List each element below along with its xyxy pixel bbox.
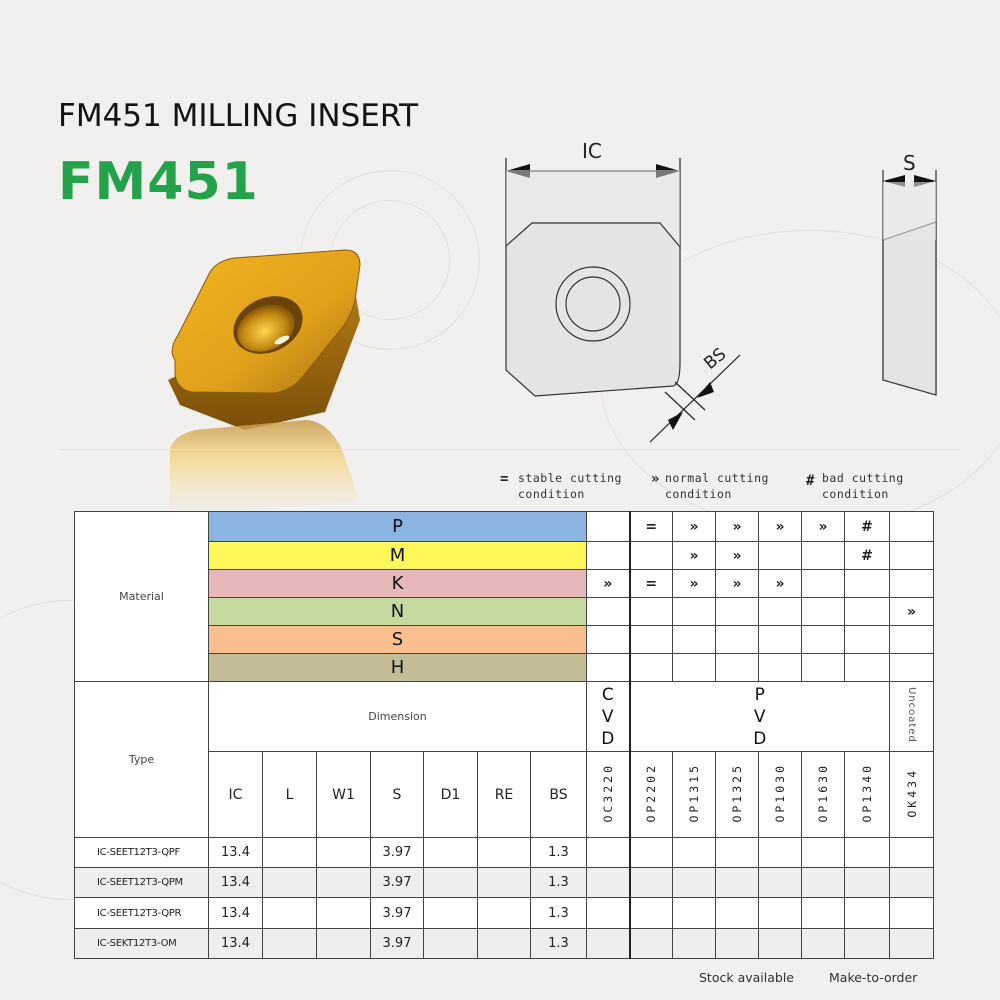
model-code: FM451 <box>58 152 259 212</box>
legend-normal: » normal cutting condition <box>651 471 769 501</box>
double-chevron-symbol-icon: » <box>651 471 660 487</box>
coating-pvd: P V D <box>628 681 890 752</box>
divider <box>60 449 960 450</box>
column-header-row: IC L W1 S D1 RE BS OC3220 OP2202 OP1315 … <box>75 751 934 838</box>
spec-table: Material P = » » » » # M » » # K » = » »… <box>74 511 934 959</box>
make-to-order-note: Make-to-order <box>829 970 918 985</box>
equals-symbol-icon: = <box>500 471 509 487</box>
stock-available-note: Stock available <box>699 970 794 985</box>
grade-op1325: OP1325 <box>715 751 759 838</box>
material-row-N: N » <box>75 597 934 626</box>
type-label: Type <box>74 681 209 838</box>
material-row-K: K » = » » » <box>75 569 934 598</box>
grade-op1030: OP1030 <box>758 751 802 838</box>
material-row-H: H <box>75 653 934 682</box>
coating-cvd: C V D <box>586 681 630 752</box>
col-re: RE <box>477 751 531 838</box>
svg-text:S: S <box>903 151 916 175</box>
coating-group-row: Type Dimension C V D P V D Uncoated <box>74 681 934 838</box>
grade-ok434: OK434 <box>889 751 934 838</box>
svg-text:IC: IC <box>582 139 602 163</box>
hash-symbol-icon: # <box>806 473 815 489</box>
material-P: P <box>208 511 587 542</box>
page-title: FM451 MILLING INSERT <box>58 98 419 134</box>
col-d1: D1 <box>423 751 478 838</box>
col-w1: W1 <box>316 751 371 838</box>
grade-op1630: OP1630 <box>801 751 845 838</box>
coating-uncoated: Uncoated <box>889 681 934 752</box>
insert-side-view-diagram: S <box>882 151 937 396</box>
grade-op1315: OP1315 <box>672 751 716 838</box>
material-row-S: S <box>75 625 934 654</box>
grade-op1340: OP1340 <box>844 751 890 838</box>
col-l: L <box>262 751 317 838</box>
insert-top-view-diagram: IC BS <box>505 139 741 443</box>
grade-op2202: OP2202 <box>628 751 673 838</box>
legend-stable: = stable cutting condition <box>500 471 622 501</box>
col-bs: BS <box>530 751 587 838</box>
material-K: K <box>208 569 587 598</box>
material-H: H <box>208 653 587 682</box>
dimension-label: Dimension <box>208 681 587 752</box>
material-label: Material <box>74 511 209 682</box>
material-N: N <box>208 597 587 626</box>
col-ic: IC <box>208 751 263 838</box>
material-M: M <box>208 541 587 570</box>
col-s: S <box>370 751 424 838</box>
insert-product-image <box>168 249 361 520</box>
legend-bad: # bad cutting condition <box>806 471 904 501</box>
material-row-P: Material P = » » » » # <box>74 511 934 682</box>
material-row-M: M » » # <box>75 541 934 570</box>
grade-oc3220: OC3220 <box>586 751 630 838</box>
material-S: S <box>208 625 587 654</box>
